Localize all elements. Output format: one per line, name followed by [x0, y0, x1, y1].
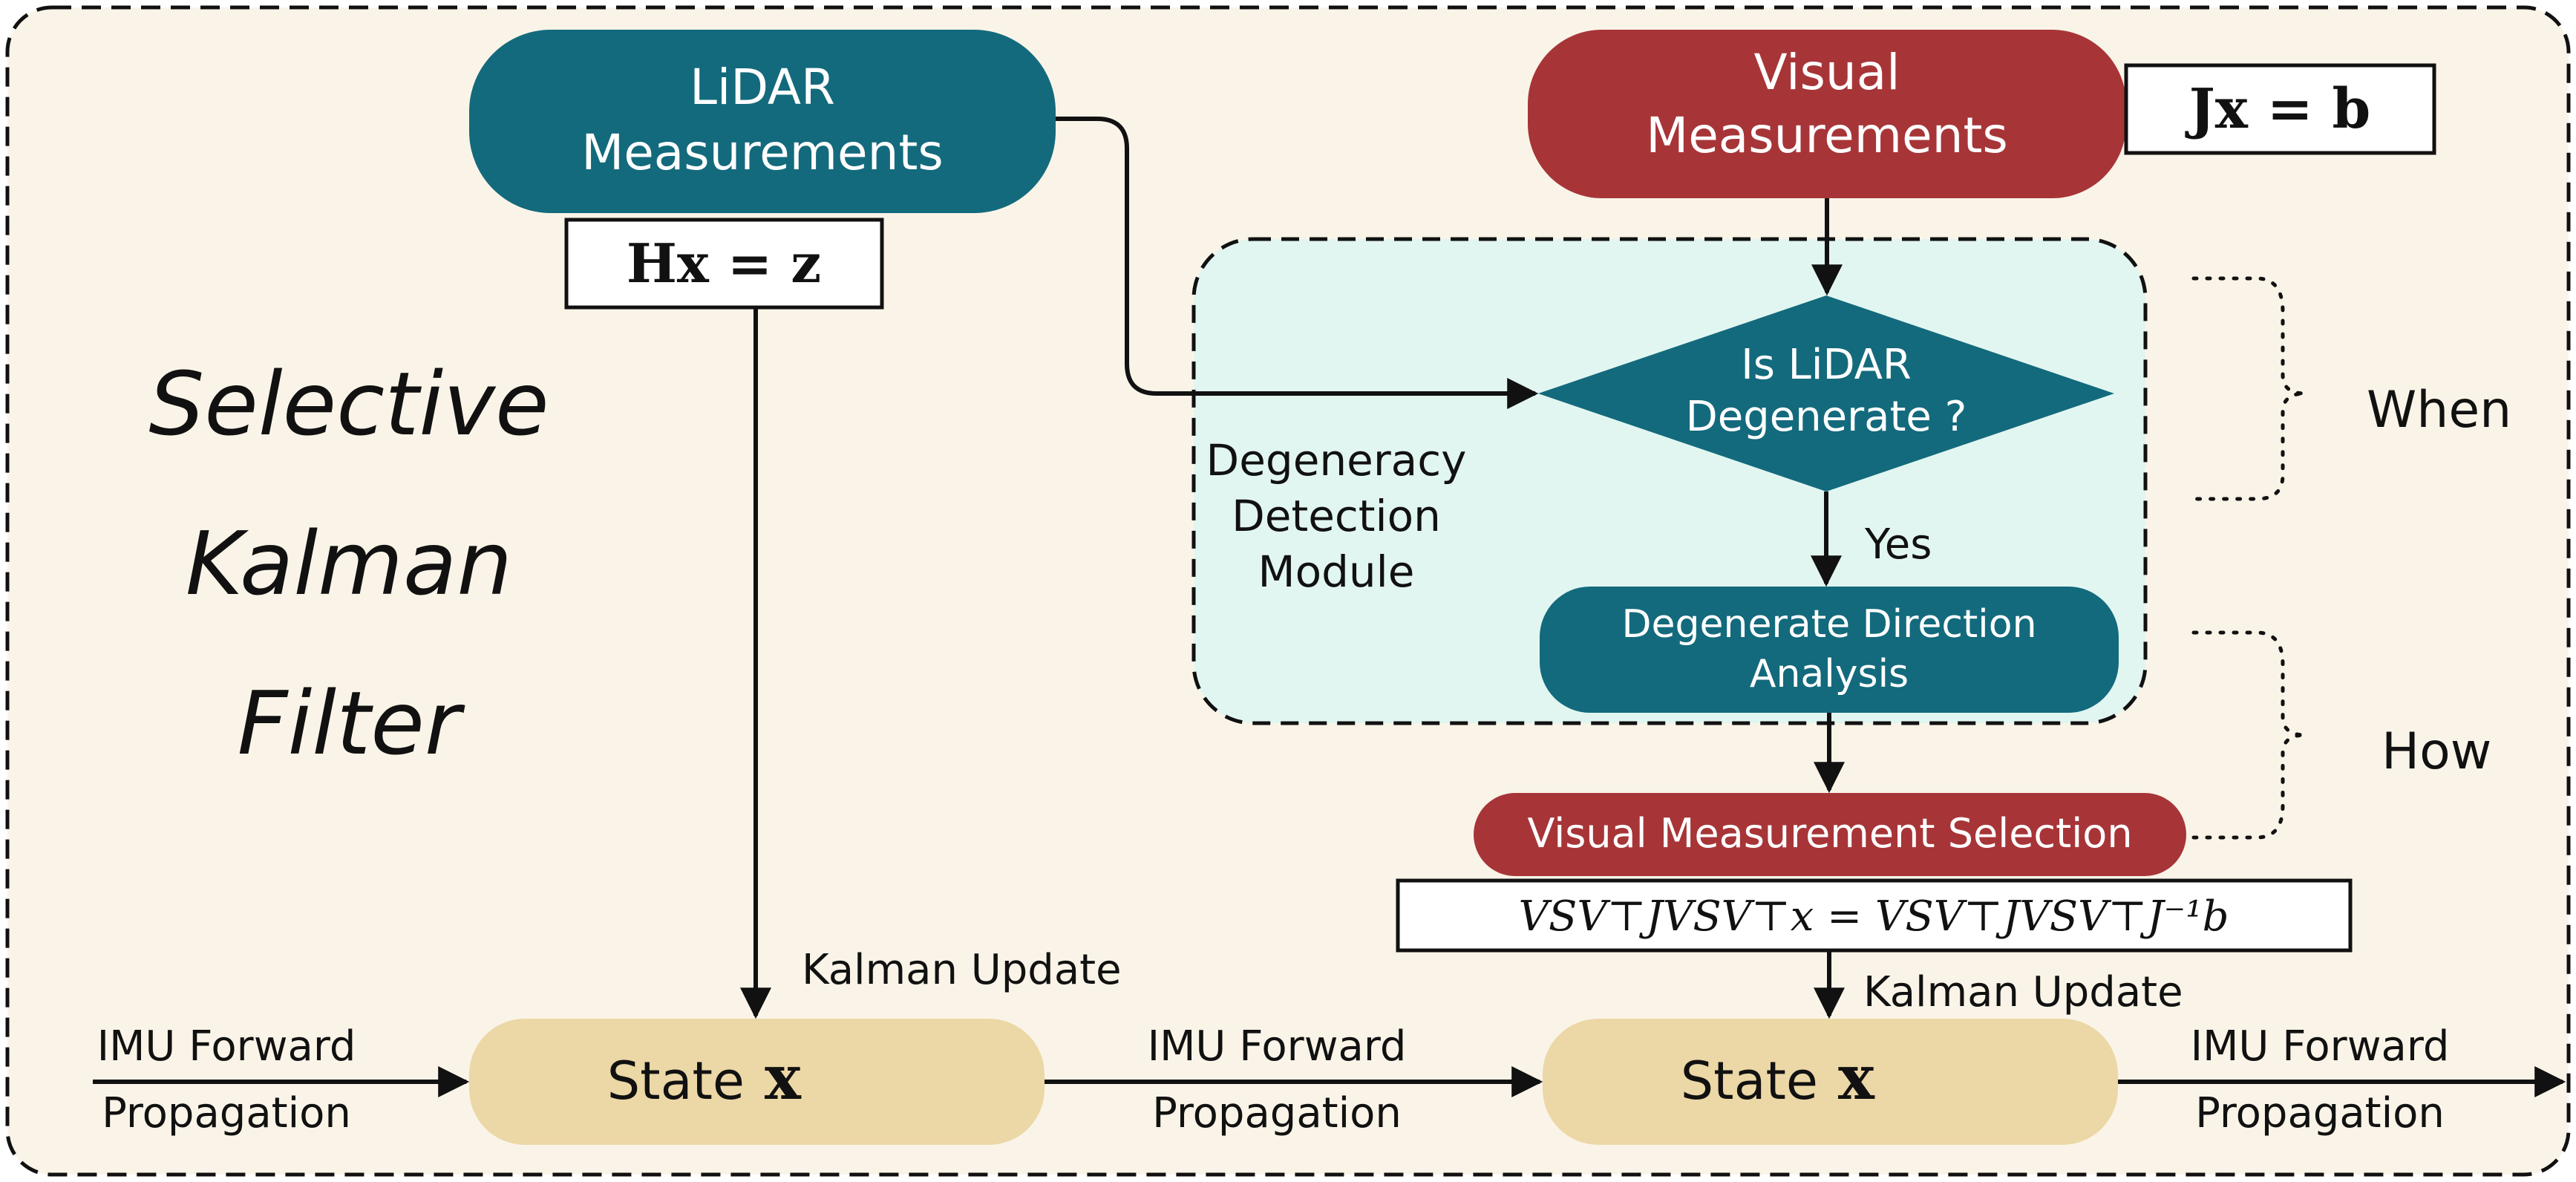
lidar-measurements-node	[469, 30, 1056, 213]
decision-label-2: Degenerate ?	[1686, 393, 1967, 441]
analysis-label-2: Analysis	[1750, 652, 1909, 696]
state-1-symbol: x	[765, 1042, 802, 1114]
state-2-symbol: x	[1838, 1042, 1875, 1114]
state-1-label: State	[607, 1051, 745, 1111]
analysis-node	[1540, 587, 2119, 713]
yes-label: Yes	[1864, 520, 1932, 569]
module-label-3: Module	[1258, 546, 1415, 597]
visual-label-2: Measurements	[1646, 107, 2008, 164]
propagation-1-line-1: IMU Forward	[97, 1022, 356, 1071]
title-line-1: Selective	[148, 353, 549, 455]
visual-equation-box	[2124, 63, 2436, 155]
kalman-update-label-2: Kalman Update	[1863, 968, 2183, 1016]
visual-equation: Jx = b	[2185, 77, 2370, 141]
module-label-1: Degeneracy	[1206, 435, 1467, 486]
lidar-equation-box	[564, 218, 884, 310]
visual-label-1: Visual	[1753, 44, 1900, 101]
state-2-label: State	[1681, 1051, 1818, 1111]
propagation-1-line-2: Propagation	[102, 1089, 351, 1137]
when-label: When	[2367, 381, 2511, 440]
lidar-label-1: LiDAR	[690, 59, 835, 116]
lidar-to-decision-arrow	[1056, 117, 1539, 409]
propagation-3-line-2: Propagation	[2195, 1089, 2445, 1137]
selection-node	[1474, 793, 2186, 876]
propagation-3-line-1: IMU Forward	[2191, 1022, 2450, 1071]
title-line-2: Kalman	[186, 512, 512, 615]
selection-equation-box	[1396, 878, 2353, 953]
decision-label-1: Is LiDAR	[1741, 341, 1912, 389]
lidar-label-2: Measurements	[581, 124, 944, 181]
propagation-2-line-1: IMU Forward	[1148, 1022, 1407, 1071]
kalman-update-label-1: Kalman Update	[802, 946, 1122, 994]
state-node-2	[1543, 1019, 2118, 1145]
analysis-label-1: Degenerate Direction	[1621, 602, 2036, 647]
lidar-equation: Hx = z	[627, 232, 821, 295]
selection-equation: VSV⊤JVSV⊤x = VSV⊤JVSV⊤J⁻¹b	[1519, 892, 2229, 941]
propagation-2-line-2: Propagation	[1152, 1089, 1402, 1137]
selection-label: Visual Measurement Selection	[1527, 810, 2132, 857]
how-label: How	[2382, 722, 2491, 781]
title-line-3: Filter	[238, 672, 465, 774]
state-node-1	[469, 1019, 1045, 1145]
visual-measurements-node	[1528, 30, 2126, 198]
decision-diamond	[1538, 296, 2114, 492]
module-label-2: Detection	[1232, 491, 1441, 541]
